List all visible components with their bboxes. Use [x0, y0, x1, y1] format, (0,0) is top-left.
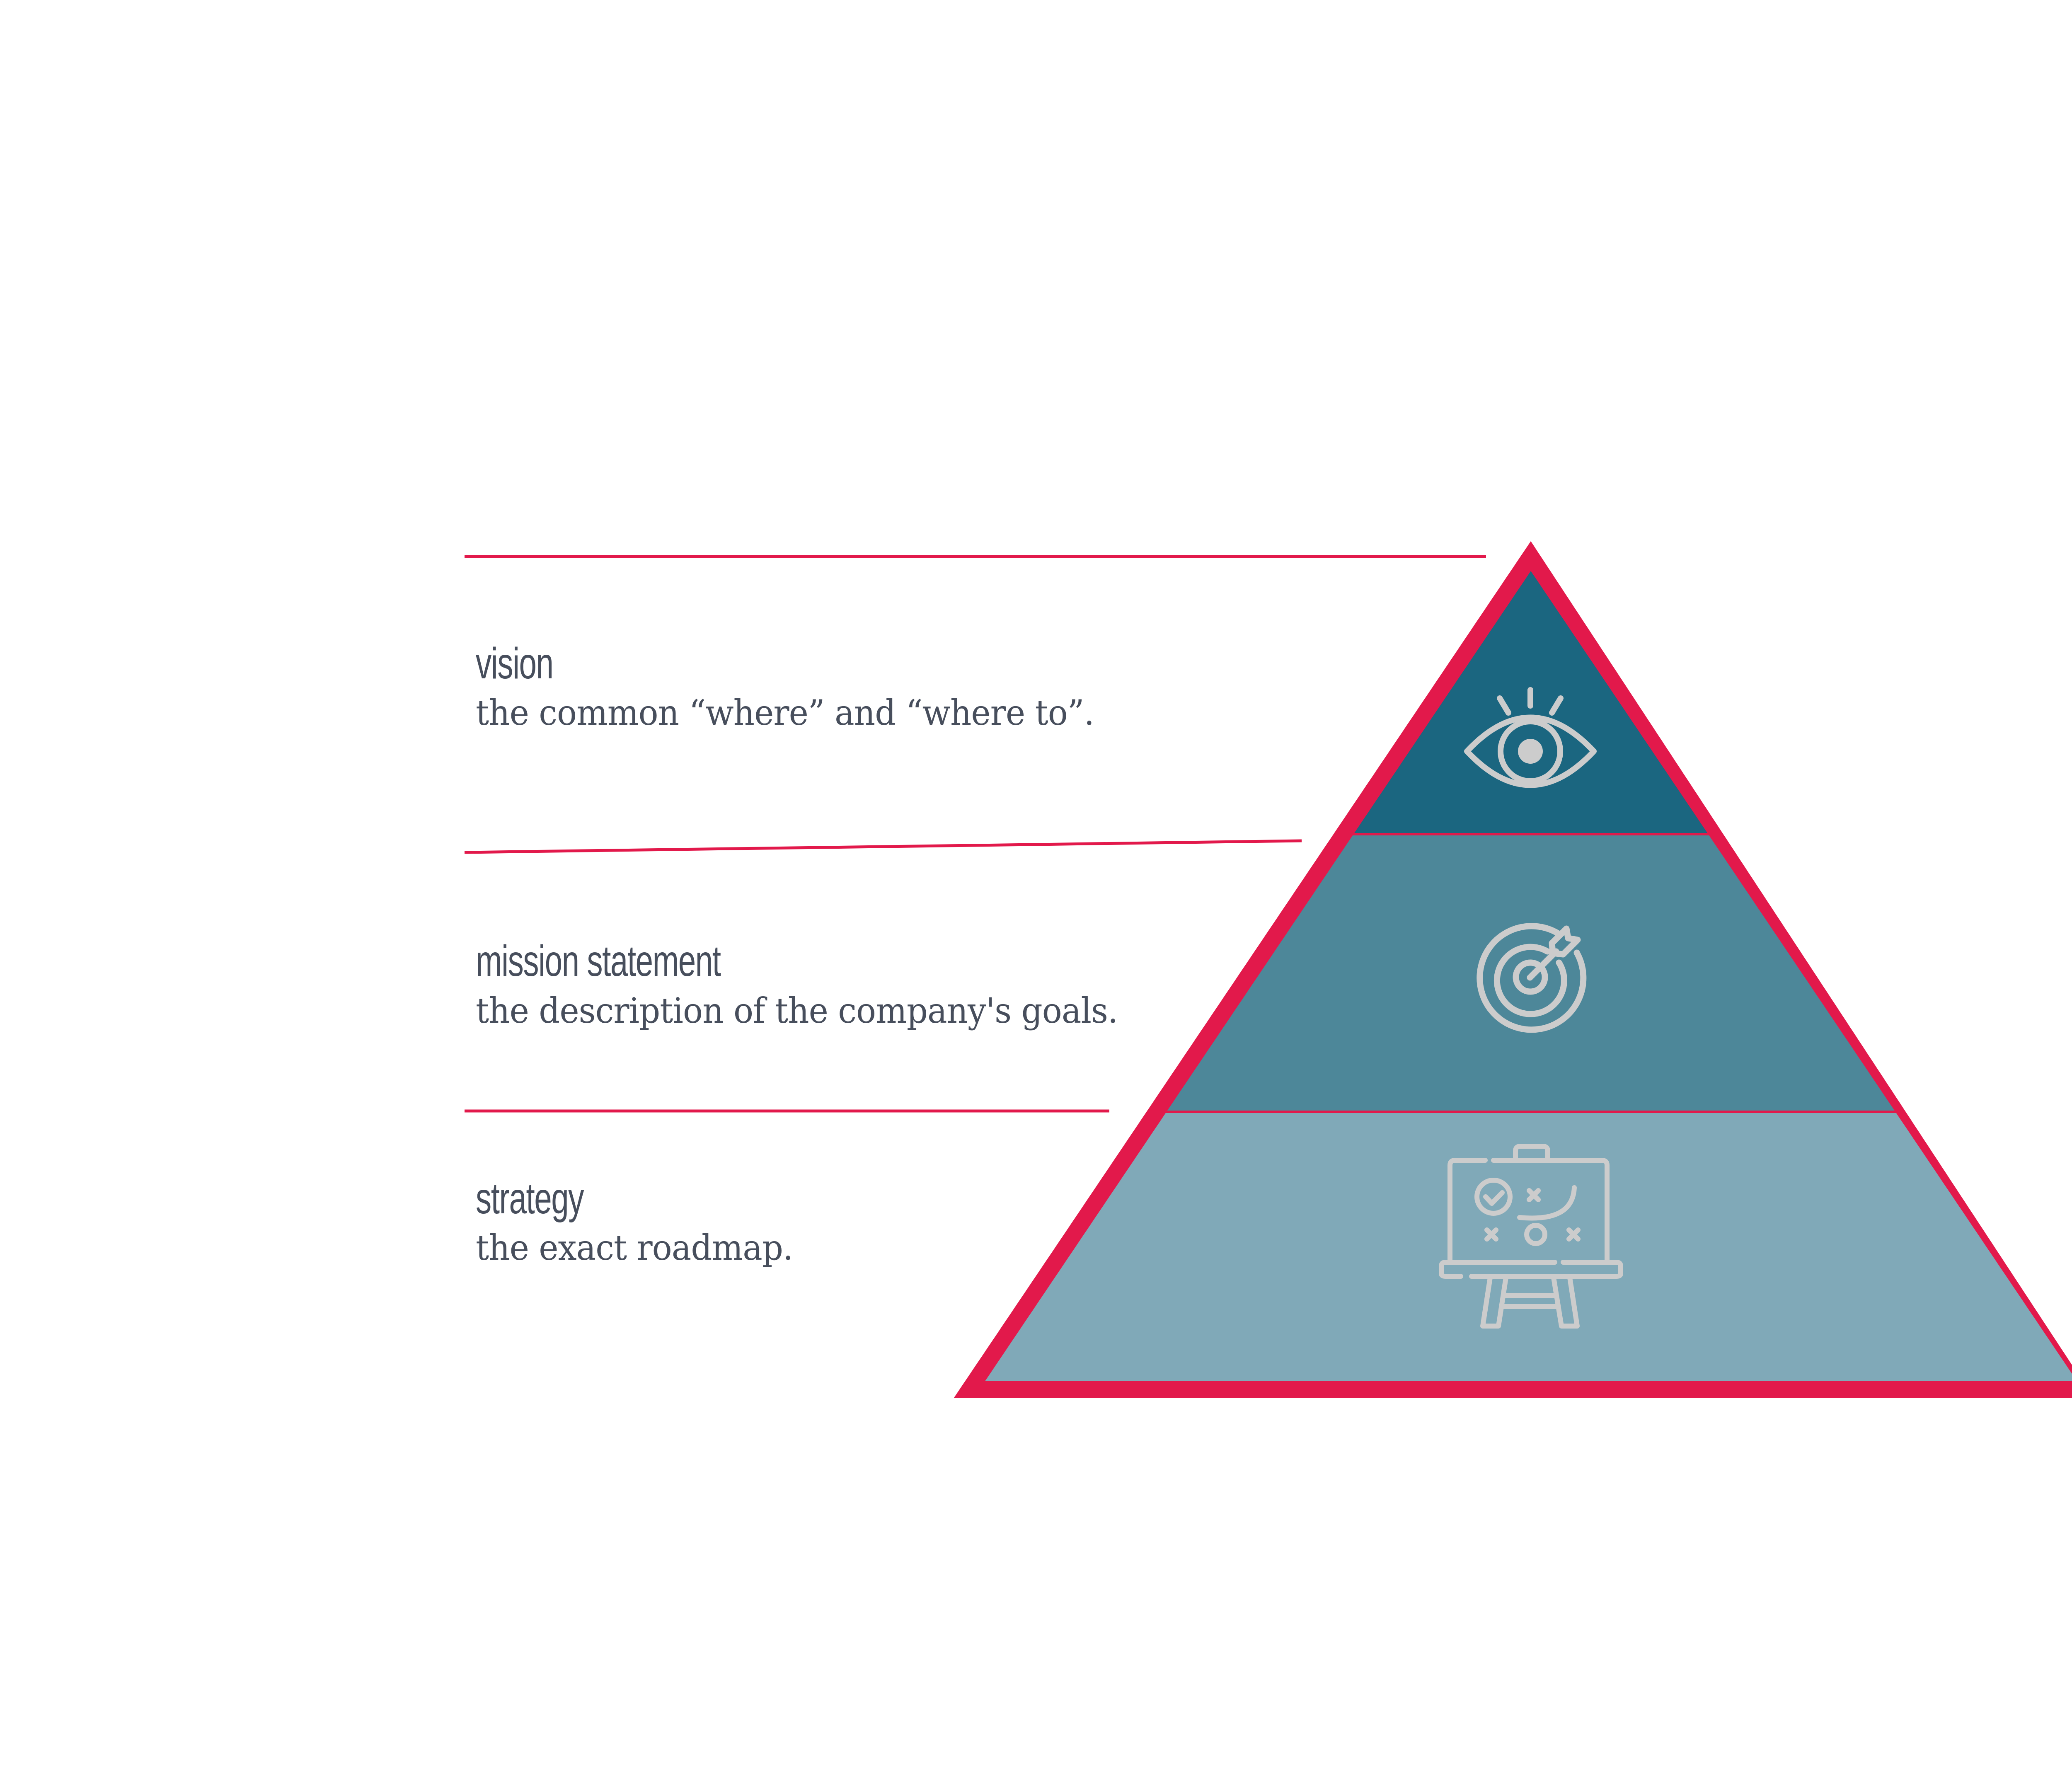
tier-description: the description of the company's goals. [476, 990, 1118, 1031]
tier-strategy [985, 1113, 2072, 1381]
strategy-board-icon [1439, 1144, 1623, 1329]
tier-description: the exact roadmap. [476, 1227, 793, 1268]
tier-title: vision [476, 639, 554, 688]
eye-icon [1464, 687, 1597, 788]
tier-title: strategy [476, 1174, 584, 1223]
tier-vision [985, 571, 2072, 833]
tier-mission [985, 835, 2072, 1111]
connector-line-mission [464, 839, 1302, 854]
target-icon [1477, 923, 1587, 1033]
tier-description: the common “where” and “where to”. [476, 692, 1094, 733]
tier-title: mission statement [476, 937, 721, 985]
